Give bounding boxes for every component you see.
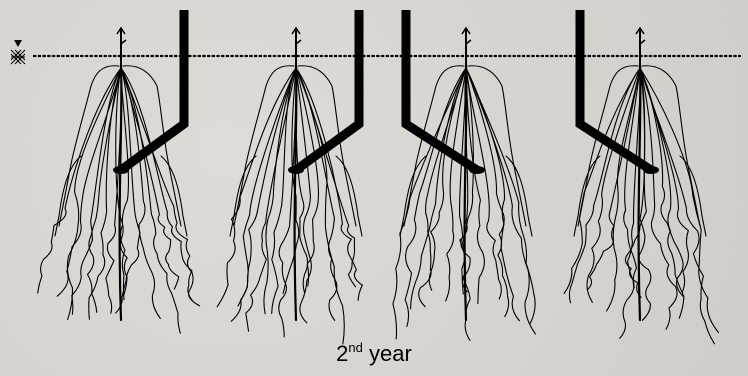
plant-root-system <box>38 66 200 333</box>
root-strand <box>264 68 296 314</box>
ground-level-symbol <box>11 40 25 64</box>
plant-4 <box>564 10 718 344</box>
root-strand <box>296 68 308 293</box>
root-strand <box>336 156 362 236</box>
root-strand <box>466 68 519 321</box>
root-strand <box>624 68 640 288</box>
root-strand <box>411 68 466 309</box>
root-strand <box>161 156 187 236</box>
root-strand <box>217 68 296 307</box>
drip-emitter <box>643 166 659 174</box>
plant-root-system <box>393 66 536 341</box>
root-strand <box>620 68 640 338</box>
root-strand <box>38 68 121 293</box>
plant-1 <box>38 10 200 333</box>
root-strand <box>89 68 121 319</box>
caption: 2nd year <box>0 341 748 367</box>
root-strand <box>296 68 318 286</box>
plant-root-system <box>217 66 362 344</box>
root-strand <box>419 68 466 307</box>
root-strand <box>296 68 337 320</box>
caption-number: 2 <box>336 341 348 366</box>
taproot <box>120 66 122 320</box>
root-strand <box>57 68 121 296</box>
root-strand <box>246 68 296 331</box>
ground-level-hatch <box>11 50 25 64</box>
root-strand <box>88 68 121 312</box>
caption-label: year <box>363 341 412 366</box>
root-strand <box>238 68 296 306</box>
plant-root-system <box>564 66 718 344</box>
caption-ordinal-suffix: nd <box>348 340 362 355</box>
drip-emitter <box>288 166 304 174</box>
plant-3 <box>393 10 536 340</box>
root-strand <box>296 68 344 344</box>
taproot <box>295 66 297 320</box>
root-strand <box>468 66 526 226</box>
root-strand <box>640 68 714 344</box>
plant-2 <box>217 10 362 344</box>
drip-emitter <box>113 166 129 174</box>
drip-emitter <box>469 166 485 174</box>
ground-level-marker <box>14 40 22 47</box>
root-strand <box>121 68 179 289</box>
